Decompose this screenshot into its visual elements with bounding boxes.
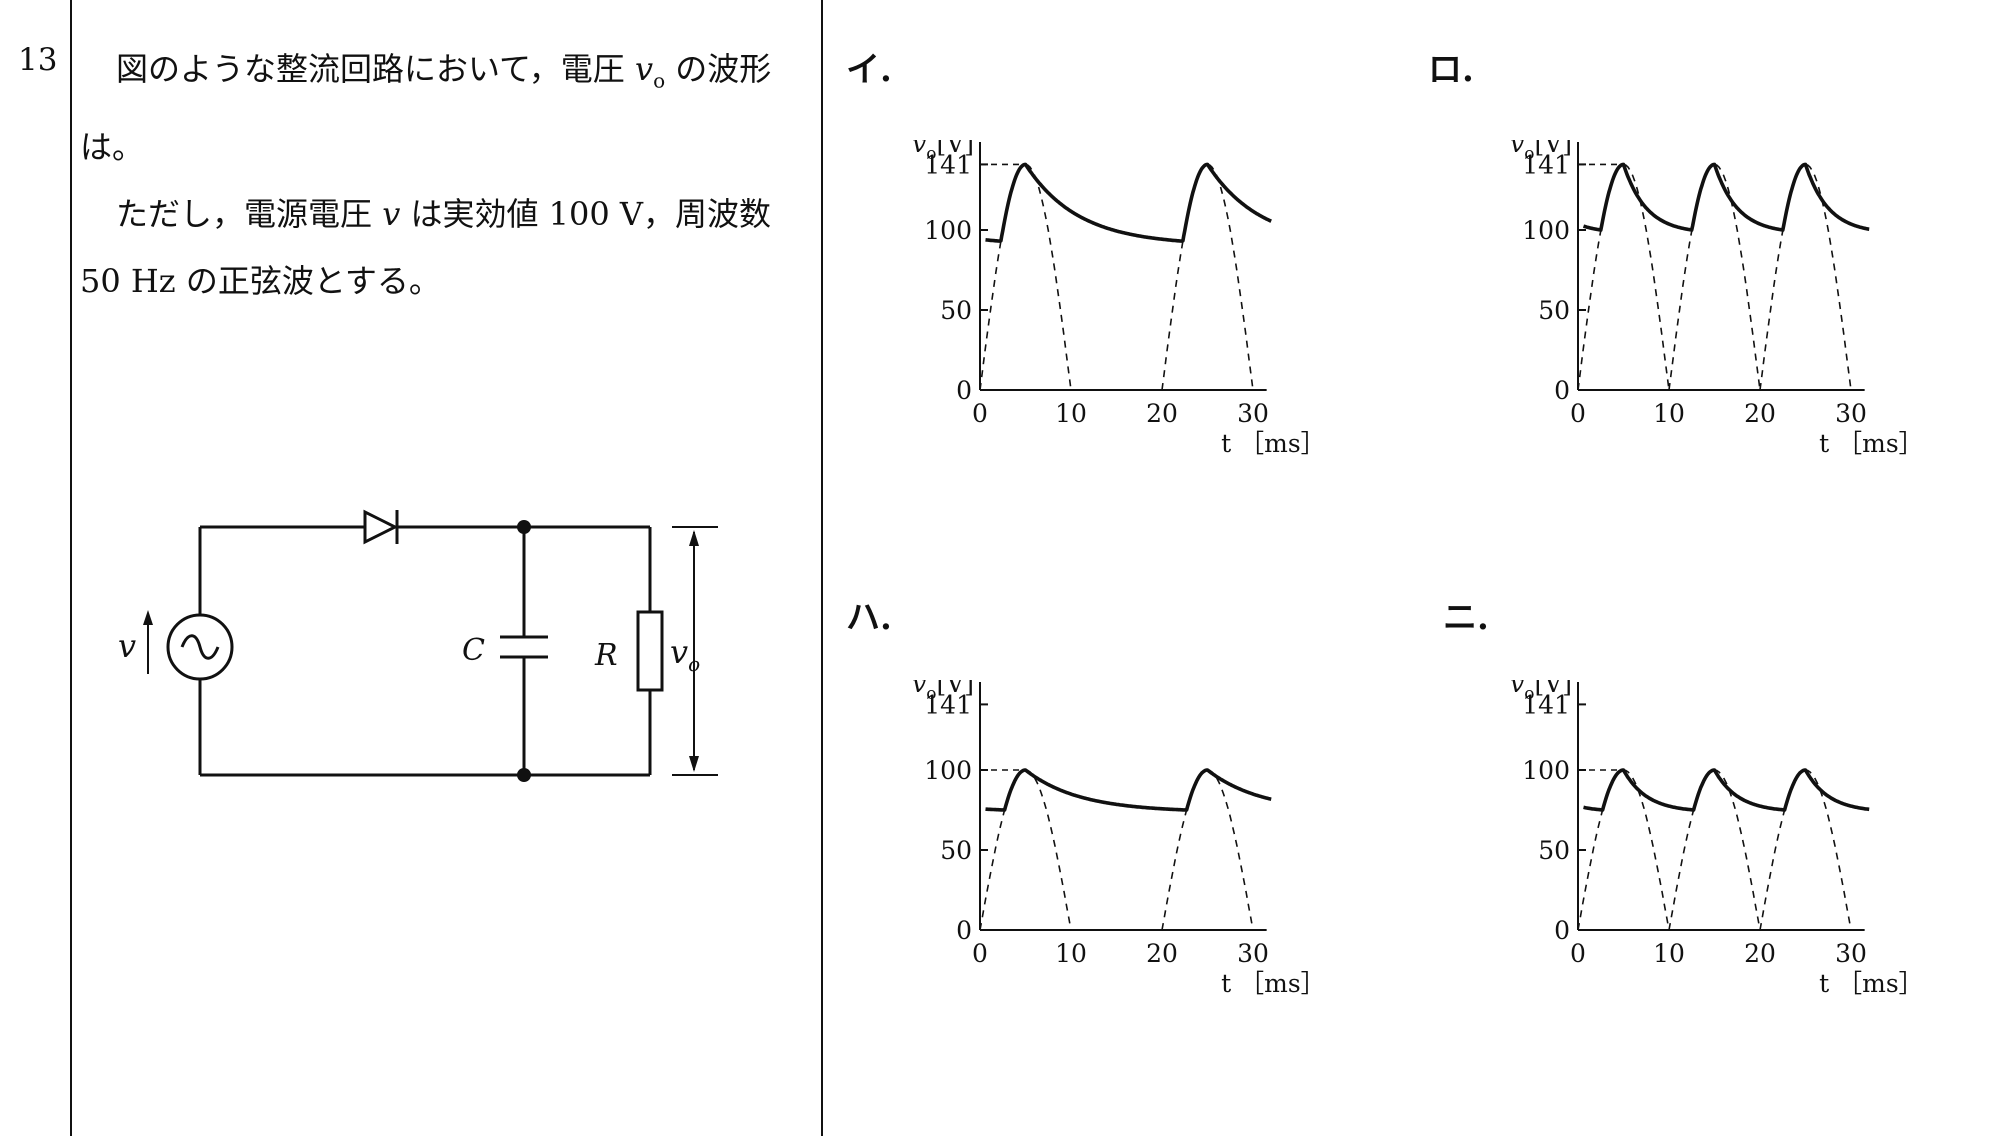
source-wave-dashed <box>979 163 1072 391</box>
diode-symbol <box>363 509 399 545</box>
question-number: 13 <box>18 42 58 78</box>
x-axis-label: t ［ms］ <box>1819 969 1924 998</box>
y-tick-label: 100 <box>924 216 972 245</box>
y-tick-label: 0 <box>956 376 972 405</box>
output-label: vo <box>670 633 700 676</box>
y-tick-label: 0 <box>1554 916 1570 945</box>
center-divider <box>821 0 823 1136</box>
y-tick-label: 100 <box>1522 756 1570 785</box>
chart-option-ro: 141 100 50 00 10 20 30t ［ms］ vo[V] <box>1510 140 1924 458</box>
source-wave-dashed <box>1161 163 1254 391</box>
y-tick-label: 141 <box>1522 690 1570 719</box>
capacitor-symbol <box>500 635 548 659</box>
resistor-symbol <box>636 610 664 692</box>
y-tick-label: 100 <box>1522 216 1570 245</box>
x-tick-label: 30 <box>1835 939 1867 968</box>
source-wave-dashed <box>1668 769 1761 931</box>
source-wave-dashed <box>979 769 1072 931</box>
source-wave-dashed <box>1577 163 1670 391</box>
y-tick-label: 50 <box>940 296 972 325</box>
x-tick-label: 30 <box>1237 939 1269 968</box>
x-tick-label: 20 <box>1744 399 1776 428</box>
question-text: 図のような整流回路において，電圧 vo の波形 は。 ただし，電源電圧 v は実… <box>80 50 772 301</box>
x-tick-label: 30 <box>1237 399 1269 428</box>
capacitor-label: C <box>462 633 485 668</box>
x-tick-label: 20 <box>1146 939 1178 968</box>
x-tick-label: 20 <box>1146 399 1178 428</box>
source-wave-dashed <box>1759 769 1852 931</box>
x-tick-label: 20 <box>1744 939 1776 968</box>
rectifier-circuit-diagram: v C R vo <box>118 509 718 782</box>
option-label-ha: ハ. <box>846 598 892 638</box>
x-tick-label: 10 <box>1055 939 1087 968</box>
source-label: v <box>118 627 136 665</box>
y-tick-label: 100 <box>924 756 972 785</box>
x-tick-label: 0 <box>1570 939 1586 968</box>
x-tick-label: 0 <box>1570 399 1586 428</box>
output-waveform <box>984 768 1273 812</box>
option-label-ro: ロ. <box>1428 50 1474 90</box>
y-axis-label: vo[V] <box>1510 140 1572 164</box>
y-tick-label: 50 <box>1538 836 1570 865</box>
chart-option-ha: 141 100 50 00 10 20 30t ［ms］ vo[V] <box>912 680 1326 998</box>
x-tick-label: 0 <box>972 399 988 428</box>
x-axis-label: t ［ms］ <box>1221 429 1326 458</box>
y-tick-label: 141 <box>924 150 972 179</box>
option-label-i: イ. <box>846 50 892 90</box>
y-tick-label: 50 <box>1538 296 1570 325</box>
x-tick-label: 0 <box>972 939 988 968</box>
y-tick-label: 50 <box>940 836 972 865</box>
x-tick-label: 10 <box>1653 399 1685 428</box>
junction-dot-bottom <box>517 768 531 782</box>
chart-option-i: 141 100 50 00 10 20 30t ［ms］ vo[V] <box>912 140 1326 458</box>
y-axis-label: vo[V] <box>912 680 974 704</box>
source-wave-dashed <box>1759 163 1852 391</box>
x-tick-label: 10 <box>1653 939 1685 968</box>
source-wave-dashed <box>1161 769 1254 931</box>
x-tick-label: 30 <box>1835 399 1867 428</box>
output-waveform <box>1582 768 1871 812</box>
chart-option-ni: 141 100 50 00 10 20 30t ［ms］ vo[V] <box>1510 680 1924 998</box>
output-waveform <box>1582 162 1871 232</box>
option-label-ni: ニ. <box>1443 598 1489 638</box>
x-axis-label: t ［ms］ <box>1819 429 1924 458</box>
y-tick-label: 141 <box>924 690 972 719</box>
source-wave-dashed <box>1668 163 1761 391</box>
source-wave-dashed <box>1577 769 1670 931</box>
resistor-label: R <box>594 638 618 673</box>
junction-dot-top <box>517 520 531 534</box>
y-tick-label: 0 <box>956 916 972 945</box>
left-divider <box>70 0 72 1136</box>
y-tick-label: 141 <box>1522 150 1570 179</box>
x-axis-label: t ［ms］ <box>1221 969 1326 998</box>
y-axis-label: vo[V] <box>912 140 974 164</box>
y-axis-label: vo[V] <box>1510 680 1572 704</box>
ac-source-symbol <box>143 610 234 681</box>
x-tick-label: 10 <box>1055 399 1087 428</box>
y-tick-label: 0 <box>1554 376 1570 405</box>
output-waveform <box>984 162 1273 243</box>
